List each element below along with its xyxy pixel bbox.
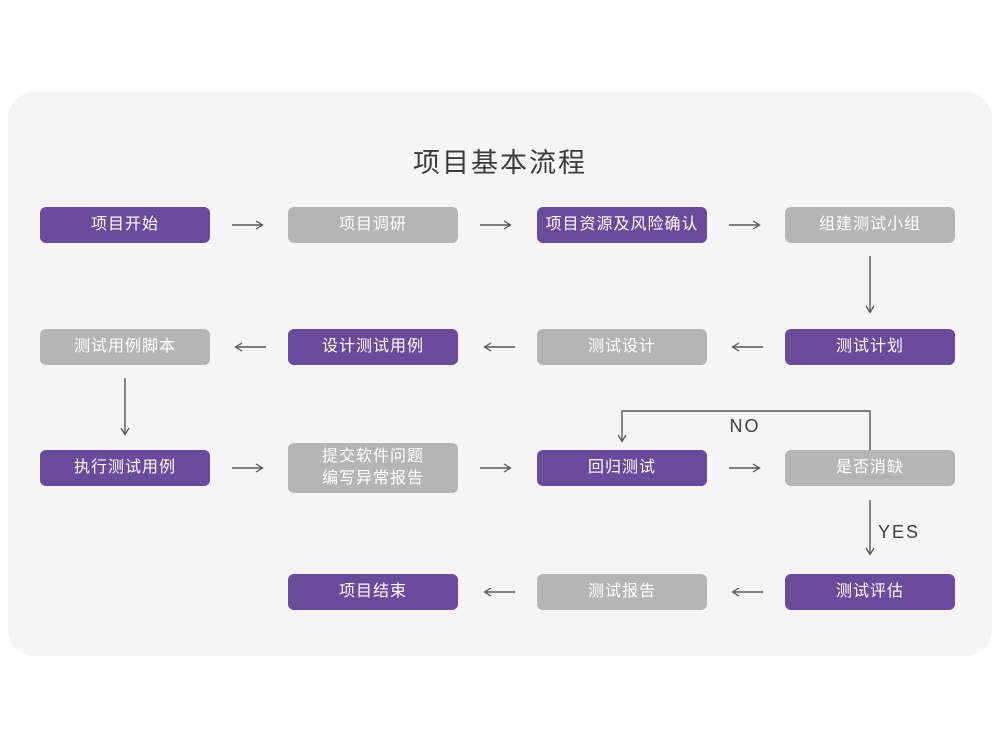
flow-node-execute-test-case: 执行测试用例 bbox=[40, 450, 210, 486]
flow-node-design-test-case: 设计测试用例 bbox=[288, 329, 458, 365]
flow-node-resource-risk-confirm: 项目资源及风险确认 bbox=[537, 207, 707, 243]
flow-node-defect-cleared-check: 是否消缺 bbox=[785, 450, 955, 486]
flow-node-submit-issue-report: 提交软件问题 编写异常报告 bbox=[288, 443, 458, 493]
flow-node-project-start: 项目开始 bbox=[40, 207, 210, 243]
flow-node-test-report: 测试报告 bbox=[537, 574, 707, 610]
flowchart-card bbox=[8, 92, 992, 656]
flow-node-test-case-script: 测试用例脚本 bbox=[40, 329, 210, 365]
flow-node-test-evaluation: 测试评估 bbox=[785, 574, 955, 610]
flow-node-project-end: 项目结束 bbox=[288, 574, 458, 610]
flow-node-project-survey: 项目调研 bbox=[288, 207, 458, 243]
flow-node-build-test-team: 组建测试小组 bbox=[785, 207, 955, 243]
branch-label-yes: YES bbox=[878, 522, 921, 542]
flow-node-regression-test: 回归测试 bbox=[537, 450, 707, 486]
flow-node-test-design: 测试设计 bbox=[537, 329, 707, 365]
page-title: 项目基本流程 bbox=[413, 148, 587, 178]
flow-node-test-plan: 测试计划 bbox=[785, 329, 955, 365]
branch-label-no: NO bbox=[729, 416, 761, 436]
